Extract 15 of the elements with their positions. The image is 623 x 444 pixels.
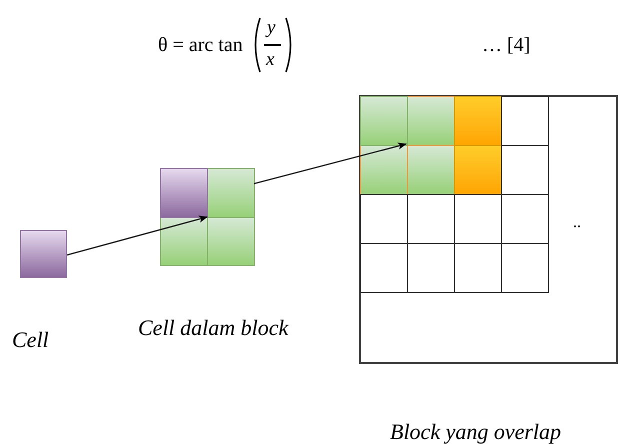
caption-text: Cell — [12, 326, 49, 354]
equation-number: … [4] — [482, 33, 530, 58]
ellipsis-text: .. — [573, 215, 581, 231]
arrow — [66, 216, 208, 256]
cell-square — [160, 168, 208, 218]
caption-text: Block yang overlap — [390, 418, 562, 444]
denominator-text: x — [266, 50, 274, 69]
numerator-text: y — [267, 18, 276, 37]
grid-cell — [360, 96, 408, 146]
formula-text: θ = arc tan — [158, 33, 243, 58]
arrow — [254, 142, 407, 184]
cell-square — [20, 230, 67, 278]
block-square — [160, 168, 254, 266]
overlap-grid — [359, 95, 618, 364]
caption-text: Cell dalam block — [138, 314, 288, 342]
